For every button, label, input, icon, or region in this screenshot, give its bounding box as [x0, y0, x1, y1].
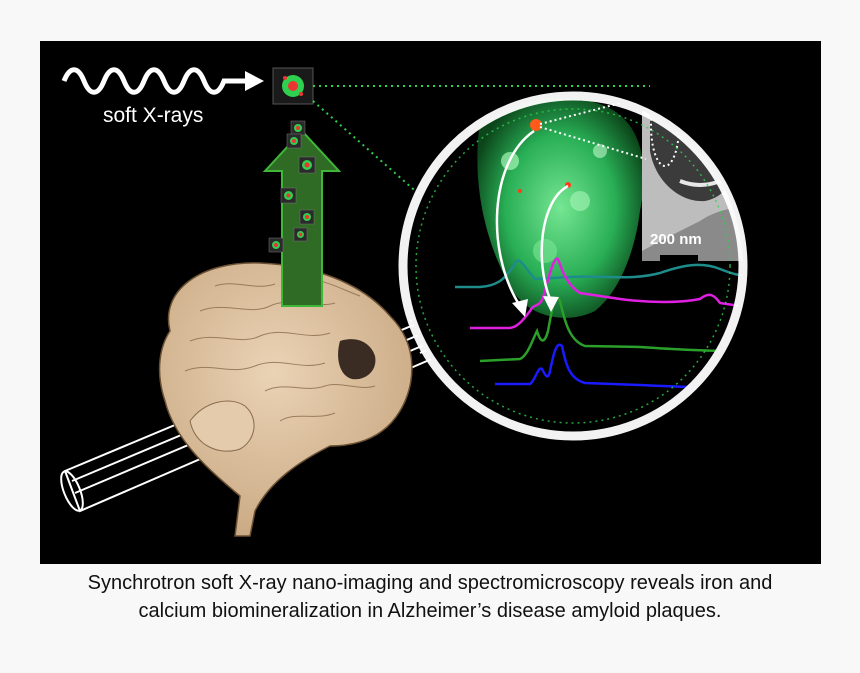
- caption-line-2: calcium biomineralization in Alzheimer’s…: [138, 600, 722, 622]
- soft-xray-label: soft X-rays: [103, 104, 204, 127]
- transition-arrows: [495, 129, 569, 307]
- scale-bar-label: 200 nm: [650, 231, 702, 248]
- spectrum-teal: [455, 259, 743, 289]
- graphical-abstract-figure: soft X-rays 200 nm: [40, 41, 821, 564]
- zoom-connector-lines: [312, 85, 650, 262]
- figure-graphics: [60, 67, 748, 537]
- plaque-image: [477, 97, 644, 318]
- spectrum-blue: [495, 343, 743, 391]
- figure-caption: Synchrotron soft X-ray nano-imaging and …: [0, 569, 860, 625]
- wave-icon: [61, 67, 264, 95]
- caption-line-1: Synchrotron soft X-ray nano-imaging and …: [87, 572, 773, 594]
- magnifying-lens: [398, 91, 748, 441]
- spectrum-magenta: [470, 257, 743, 330]
- target-nanoparticle: [272, 67, 314, 105]
- nanoparticle-images: [268, 120, 316, 253]
- brain-illustration: [158, 262, 413, 537]
